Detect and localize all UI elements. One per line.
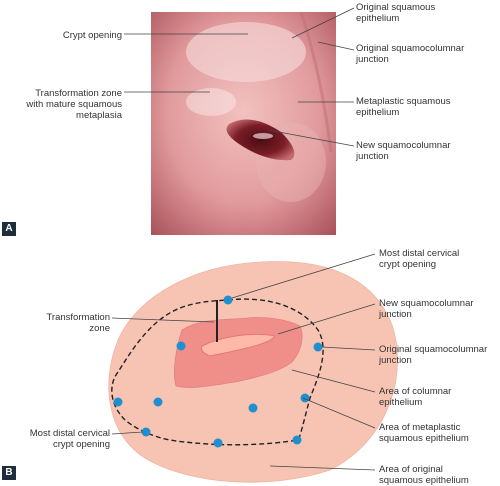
label-original-squamous-area: Area of original squamous epithelium [379, 464, 469, 486]
cervix-photo-illustration [151, 12, 336, 235]
crypt-dot [113, 397, 123, 407]
external-os [201, 333, 276, 357]
crypt-dot [213, 438, 223, 448]
label-original-scj-a: Original squamocolumnar junction [356, 43, 465, 65]
label-original-scj-b: Original squamocolumnar junction [379, 344, 488, 366]
label-original-squamous-epithelium: Original squamous epithelium [356, 2, 436, 24]
crypt-dot [292, 435, 302, 445]
panel-a-leader-lines [124, 7, 355, 147]
crypt-dot-left [141, 427, 151, 437]
label-crypt-opening: Crypt opening [62, 30, 122, 41]
label-most-distal-crypt-left: Most distal cervical crypt opening [29, 428, 110, 450]
original-squamocolumnar-junction-line [111, 298, 324, 446]
panel-b-leader-lines [111, 253, 376, 471]
crypt-dot-top [223, 295, 233, 305]
crypt-dot [153, 397, 163, 407]
crypt-dot [176, 341, 186, 351]
label-metaplastic-epithelium: Metaplastic squamous epithelium [356, 96, 451, 118]
crypt-openings [113, 295, 323, 448]
panel-b-badge: B [2, 466, 16, 480]
panel-a-badge: A [2, 222, 16, 236]
label-metaplastic-area: Area of metaplastic squamous epithelium [379, 422, 469, 444]
label-new-scj-a: New squamocolumnar junction [356, 140, 451, 162]
crypt-dot [300, 393, 310, 403]
label-transformation-zone-a: Transformation zone with mature squamous… [26, 88, 122, 121]
colposcopy-photo [151, 12, 336, 235]
crypt-dot [248, 403, 258, 413]
crypt-dot [313, 342, 323, 352]
label-columnar-epithelium: Area of columnar epithelium [379, 386, 452, 408]
label-transformation-zone-b: Transformation zone [46, 312, 110, 334]
label-most-distal-crypt-top: Most distal cervical crypt opening [379, 248, 460, 270]
label-new-scj-b: New squamocolumnar junction [379, 298, 474, 320]
